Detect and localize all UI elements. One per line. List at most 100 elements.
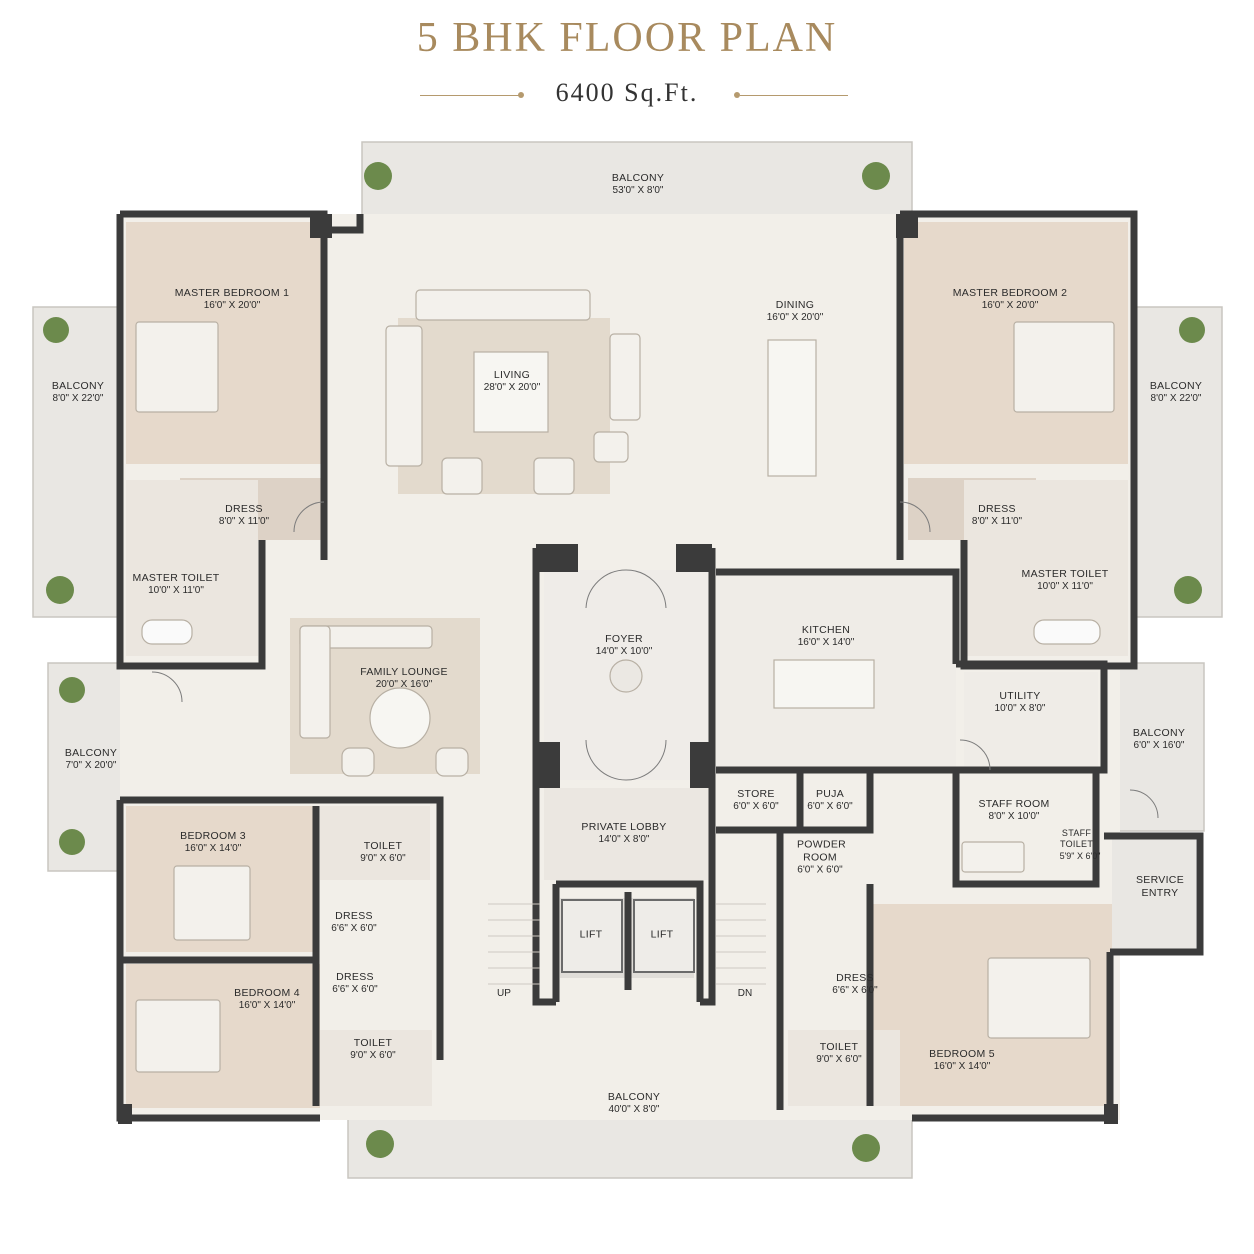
balcony-right-upper bbox=[1129, 306, 1223, 618]
door-foyer bbox=[625, 569, 667, 609]
sofa-living-left bbox=[385, 325, 423, 467]
wall-staff bbox=[952, 770, 1100, 888]
wall-bed3-north bbox=[120, 796, 444, 1060]
label-lift-1: LIFT bbox=[579, 928, 603, 941]
title-dot-right bbox=[734, 92, 740, 98]
bed-5 bbox=[987, 957, 1091, 1039]
wall-lift-core bbox=[552, 880, 704, 1002]
door-mb2 bbox=[899, 501, 931, 533]
room-toilet-4 bbox=[320, 1030, 432, 1106]
title-rule-left bbox=[420, 95, 520, 96]
room-utility bbox=[964, 672, 1098, 768]
column bbox=[1104, 1104, 1118, 1124]
bed-3 bbox=[173, 865, 251, 941]
sofa-living-right bbox=[609, 333, 641, 421]
bed-staff bbox=[961, 841, 1025, 873]
balcony-left-upper bbox=[32, 306, 127, 618]
column bbox=[118, 1104, 132, 1124]
bed-mb2 bbox=[1013, 321, 1115, 413]
wall-west-upper bbox=[116, 214, 266, 670]
planters bbox=[43, 162, 1205, 1162]
chair-living bbox=[441, 457, 483, 495]
title-dot-left bbox=[518, 92, 524, 98]
room-toilet-5 bbox=[788, 1030, 900, 1106]
bathtub-1 bbox=[141, 619, 193, 645]
door-foyer bbox=[625, 739, 667, 781]
column bbox=[536, 544, 578, 572]
plan-area: 6400 Sq.Ft. bbox=[555, 78, 699, 107]
wall-foyer-east bbox=[700, 548, 716, 1006]
chair-lounge bbox=[341, 747, 375, 777]
door-mb1 bbox=[293, 501, 325, 533]
sofa-lounge-side bbox=[299, 625, 331, 739]
table-dining bbox=[767, 339, 817, 477]
label-service-entry: SERVICE ENTRY bbox=[1135, 873, 1184, 899]
chair-living bbox=[533, 457, 575, 495]
balcony-top bbox=[361, 141, 913, 225]
chair-living bbox=[593, 431, 629, 463]
sofa-living-back bbox=[415, 289, 591, 321]
wall-store-puja bbox=[716, 770, 874, 834]
room-toilet-3 bbox=[320, 806, 430, 880]
bed-4 bbox=[135, 999, 221, 1073]
column bbox=[536, 742, 560, 788]
wall-kitchen bbox=[716, 568, 960, 664]
table-living bbox=[473, 351, 549, 433]
wall-foyer-west bbox=[532, 548, 556, 1006]
title-rule-right bbox=[740, 95, 848, 96]
wall-service-entry bbox=[1104, 832, 1204, 956]
room-service-entry bbox=[1112, 836, 1196, 952]
stair-up-label: UP bbox=[497, 987, 511, 999]
plan-title: 5 BHK FLOOR PLAN bbox=[416, 15, 838, 61]
table-lounge bbox=[369, 687, 431, 749]
stairs bbox=[488, 903, 766, 985]
door-foyer bbox=[585, 739, 627, 781]
chair-lounge bbox=[435, 747, 469, 777]
lift-cars bbox=[561, 899, 695, 973]
label-lift-2: LIFT bbox=[650, 928, 674, 941]
door-foyer bbox=[585, 569, 627, 609]
bathtub-2 bbox=[1033, 619, 1101, 645]
kitchen-island bbox=[773, 659, 875, 709]
column bbox=[896, 214, 918, 238]
door-service bbox=[1129, 789, 1159, 819]
column bbox=[310, 214, 332, 238]
foyer-console bbox=[609, 659, 643, 693]
column bbox=[690, 742, 714, 788]
room-private-lobby bbox=[544, 788, 712, 880]
bed-mb1 bbox=[135, 321, 219, 413]
door-lounge bbox=[151, 671, 183, 703]
wall-east-upper bbox=[900, 210, 1138, 670]
